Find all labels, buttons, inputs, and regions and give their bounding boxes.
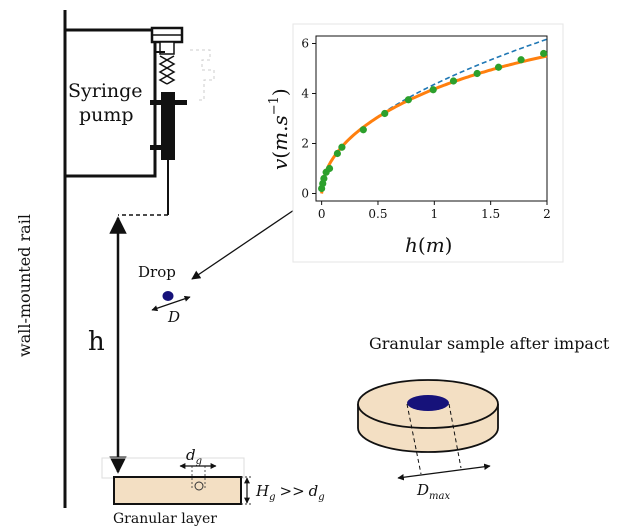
- y-axis-label: v(m.s−1): [267, 88, 292, 170]
- granular-layer-label: Granular layer: [113, 511, 217, 527]
- y-tick-label: 6: [301, 37, 309, 51]
- plot-frame: [315, 35, 548, 202]
- pump-label-line2: pump: [79, 104, 134, 126]
- drop-icon: [162, 291, 174, 301]
- x-tick-label: 1.5: [481, 207, 500, 221]
- plot-to-drop-arrow: [191, 207, 298, 280]
- data-points: [318, 49, 548, 193]
- x-tick-label: 0: [318, 207, 326, 221]
- sample-title: Granular sample after impact: [369, 334, 610, 353]
- data-point: [404, 96, 412, 104]
- data-point: [359, 126, 367, 134]
- data-point: [517, 56, 525, 64]
- data-point: [449, 77, 458, 85]
- velocity-chart: 0 0.5 1 1.5 2 0 2 4 6 h(m) v(m.s−1): [267, 23, 564, 263]
- data-point: [473, 69, 481, 78]
- data-point: [429, 86, 437, 94]
- x-tick-label: 1: [430, 207, 438, 221]
- layer-thickness-label: Hg>>dg: [255, 482, 325, 503]
- data-point: [338, 143, 346, 151]
- syringe-icon: [150, 26, 215, 215]
- drop-label: Drop: [138, 263, 176, 281]
- y-axis-ticks: 0 2 4 6: [301, 37, 316, 201]
- crater-size-arrow: [397, 463, 491, 481]
- pump-label-line1: Syringe: [68, 80, 143, 102]
- granular-layer-outline: [101, 457, 245, 479]
- y-tick-label: 4: [301, 87, 309, 101]
- crater-size-label: Dmax: [416, 481, 450, 502]
- data-point: [381, 109, 389, 118]
- drop-size-label: D: [167, 308, 180, 326]
- x-axis-label: h(m): [405, 233, 452, 257]
- data-point: [540, 49, 548, 58]
- syringe-pump-box: [63, 28, 157, 178]
- data-point: [333, 149, 342, 158]
- x-tick-label: 2: [543, 207, 551, 221]
- height-label: h: [88, 327, 105, 357]
- x-tick-label: 0.5: [368, 207, 387, 221]
- grain-size-label: dg: [186, 446, 202, 467]
- impacted-sample: [357, 379, 499, 475]
- grain-icon: [194, 481, 204, 491]
- y-tick-label: 2: [301, 137, 309, 151]
- data-point: [320, 174, 328, 183]
- x-axis-ticks: 0 0.5 1 1.5 2: [318, 201, 551, 221]
- granular-layer: [113, 476, 242, 505]
- data-point: [494, 63, 503, 71]
- drop-size-arrow: [151, 295, 191, 312]
- impact-crater: [407, 395, 449, 411]
- rail-label: wall-mounted rail: [15, 214, 34, 357]
- data-point: [325, 164, 334, 173]
- y-tick-label: 0: [301, 187, 309, 201]
